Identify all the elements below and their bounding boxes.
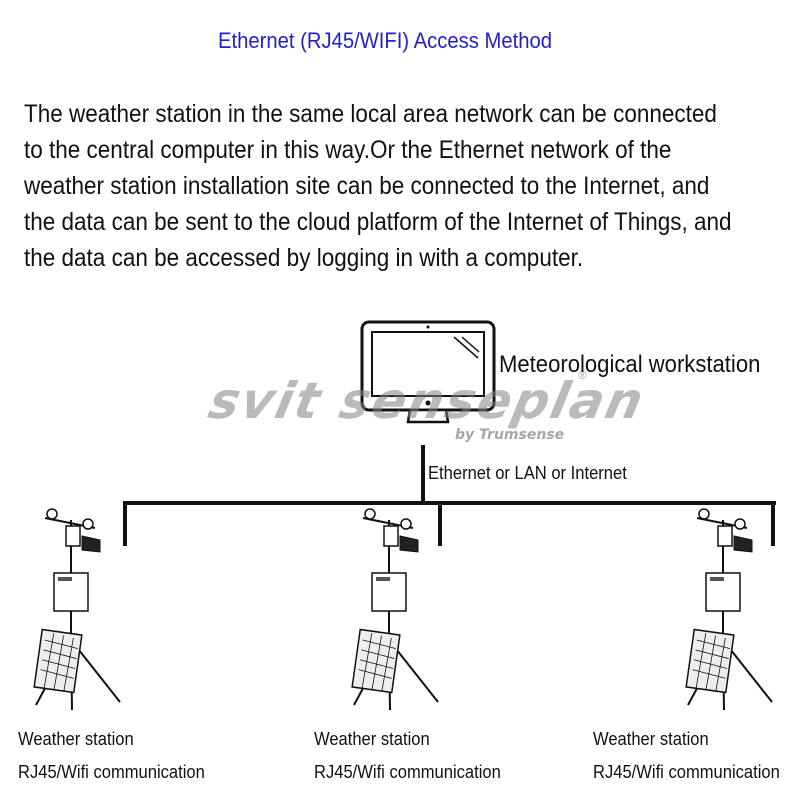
weather-station-icon: [685, 508, 773, 711]
workstation-label: Meteorological workstation: [499, 351, 761, 378]
network-lines: [123, 445, 776, 546]
station-comm-label: RJ45/Wifi communication: [314, 762, 501, 782]
station-name-label: Weather station: [314, 729, 430, 749]
network-label: Ethernet or LAN or Internet: [428, 463, 627, 483]
station-name-label: Weather station: [18, 729, 134, 749]
description-text: The weather station in the same local ar…: [24, 100, 732, 272]
weather-station-icon: [351, 508, 439, 711]
station-name-label: Weather station: [593, 729, 709, 749]
monitor-icon: [360, 320, 496, 424]
weather-station-icon: [33, 508, 121, 711]
station-comm-label: RJ45/Wifi communication: [18, 762, 205, 782]
station-comm-label: RJ45/Wifi communication: [593, 762, 780, 782]
registered-mark: ®: [578, 368, 587, 382]
brand-watermark-sub: by Trumsense: [455, 427, 565, 443]
page-title: Ethernet (RJ45/WIFI) Access Method: [217, 28, 553, 53]
